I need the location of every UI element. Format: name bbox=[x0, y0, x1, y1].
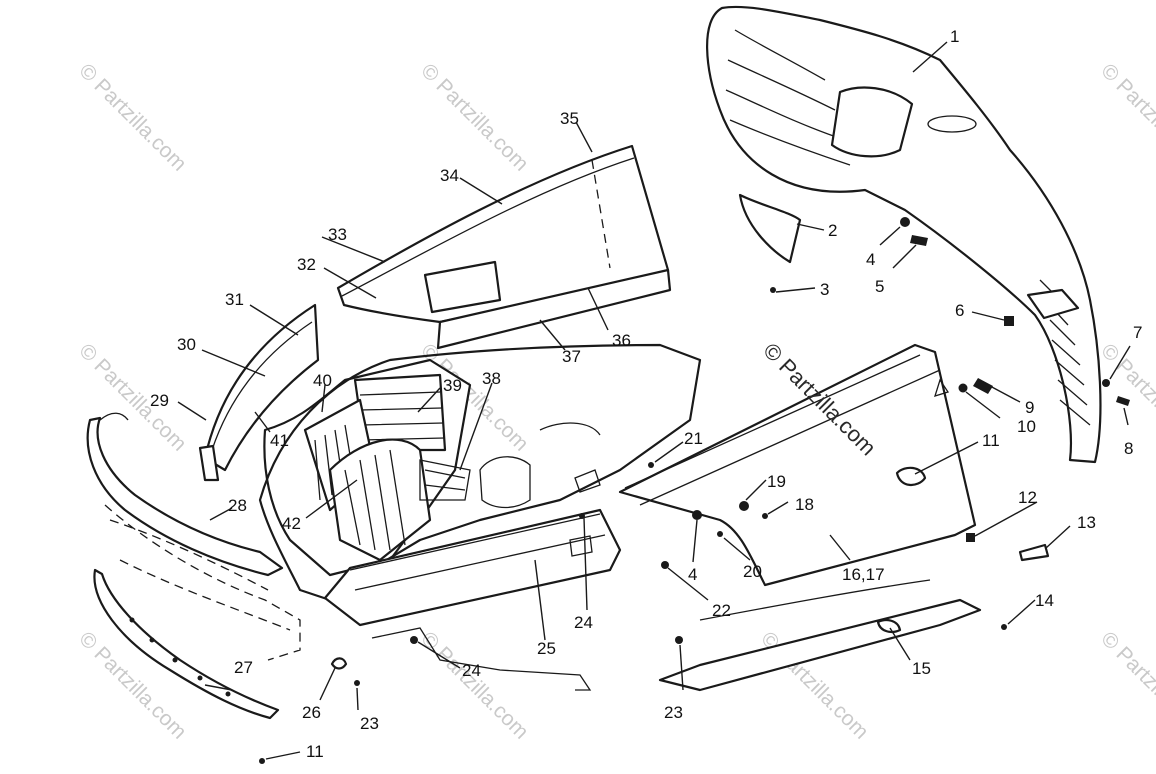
plug bbox=[330, 657, 348, 670]
part-hood-panel bbox=[706, 5, 1102, 464]
callout-9: 9 bbox=[1025, 398, 1034, 417]
callout-31: 31 bbox=[225, 290, 244, 309]
callout-11: 11 bbox=[982, 431, 1000, 450]
callout-42: 42 bbox=[282, 514, 301, 533]
washer bbox=[900, 217, 910, 227]
leader-lines bbox=[177, 41, 1131, 760]
watermark: © Partzilla.com bbox=[74, 627, 190, 743]
callout-26: 26 bbox=[302, 703, 321, 722]
watermark: © Partzilla.com bbox=[416, 627, 532, 743]
callout-4: 4 bbox=[688, 565, 697, 584]
bolt bbox=[259, 758, 265, 764]
bolt bbox=[910, 235, 928, 246]
callout-11: 11 bbox=[306, 742, 324, 761]
callout-labels: 1 2 3 4 5 6 7 8 9 10 11 12 13 14 15 16,1… bbox=[150, 27, 1142, 761]
callout-20: 20 bbox=[743, 562, 762, 581]
nut bbox=[1102, 379, 1110, 387]
hardware-layer bbox=[259, 217, 1130, 764]
callout-4: 4 bbox=[866, 250, 875, 269]
callout-39: 39 bbox=[443, 376, 462, 395]
callout-24: 24 bbox=[462, 661, 481, 680]
callout-13: 13 bbox=[1077, 513, 1096, 532]
callout-10: 10 bbox=[1017, 417, 1036, 436]
part-skid-plate bbox=[93, 568, 280, 720]
callout-16-17: 16,17 bbox=[842, 565, 885, 584]
callout-33: 33 bbox=[328, 225, 347, 244]
part-lower-right-rail bbox=[658, 579, 982, 692]
screw bbox=[717, 531, 723, 537]
clip bbox=[1018, 543, 1050, 562]
callout-27: 27 bbox=[234, 658, 253, 677]
part-windshield-strip bbox=[198, 303, 320, 482]
callout-24: 24 bbox=[574, 613, 593, 632]
watermark: © Partzilla.com bbox=[1096, 59, 1156, 175]
callout-18: 18 bbox=[795, 495, 814, 514]
nut bbox=[966, 533, 975, 542]
screw bbox=[762, 513, 768, 519]
rivet bbox=[648, 462, 654, 468]
part-left-side-panel bbox=[323, 508, 622, 627]
callout-25: 25 bbox=[537, 639, 556, 658]
rivet bbox=[410, 636, 418, 644]
callout-23: 23 bbox=[664, 703, 683, 722]
callout-7: 7 bbox=[1133, 323, 1142, 342]
part-lower-grille-dashed bbox=[104, 504, 301, 661]
clip bbox=[1004, 316, 1014, 326]
callout-37: 37 bbox=[562, 347, 581, 366]
callout-15: 15 bbox=[912, 659, 931, 678]
callout-3: 3 bbox=[820, 280, 829, 299]
callout-8: 8 bbox=[1124, 439, 1133, 458]
washer bbox=[661, 561, 669, 569]
callout-2: 2 bbox=[828, 221, 837, 240]
callout-23: 23 bbox=[360, 714, 379, 733]
callout-30: 30 bbox=[177, 335, 196, 354]
callout-5: 5 bbox=[875, 277, 884, 296]
callout-36: 36 bbox=[612, 331, 631, 350]
watermark: © Partzilla.com bbox=[1096, 627, 1156, 743]
callout-34: 34 bbox=[440, 166, 459, 185]
part-bumper bbox=[86, 412, 284, 577]
bolt bbox=[973, 378, 993, 394]
callout-14: 14 bbox=[1035, 591, 1054, 610]
callout-6: 6 bbox=[955, 301, 964, 320]
callout-12: 12 bbox=[1018, 488, 1037, 507]
callout-35: 35 bbox=[560, 109, 579, 128]
watermark: © Partzilla.com bbox=[416, 59, 532, 175]
washer bbox=[958, 383, 968, 393]
bolt bbox=[1001, 624, 1007, 630]
watermark: © Partzilla.com bbox=[74, 59, 190, 175]
callout-29: 29 bbox=[150, 391, 169, 410]
callout-40: 40 bbox=[313, 371, 332, 390]
rivet bbox=[675, 636, 683, 644]
callout-38: 38 bbox=[482, 369, 501, 388]
callout-19: 19 bbox=[767, 472, 786, 491]
washer bbox=[579, 513, 585, 519]
part-right-side-panel bbox=[618, 343, 977, 587]
callout-32: 32 bbox=[297, 255, 316, 274]
washer bbox=[692, 510, 702, 520]
part-top-cover bbox=[336, 144, 672, 350]
nut bbox=[739, 501, 749, 511]
callout-41: 41 bbox=[270, 431, 289, 450]
callout-1: 1 bbox=[950, 27, 959, 46]
part-lower-body bbox=[258, 343, 702, 691]
nut bbox=[770, 287, 776, 293]
part-dash-grills bbox=[263, 358, 472, 577]
bolt bbox=[1116, 396, 1130, 406]
callout-28: 28 bbox=[228, 496, 247, 515]
rivet bbox=[354, 680, 360, 686]
callout-21: 21 bbox=[684, 429, 703, 448]
callout-22: 22 bbox=[712, 601, 731, 620]
